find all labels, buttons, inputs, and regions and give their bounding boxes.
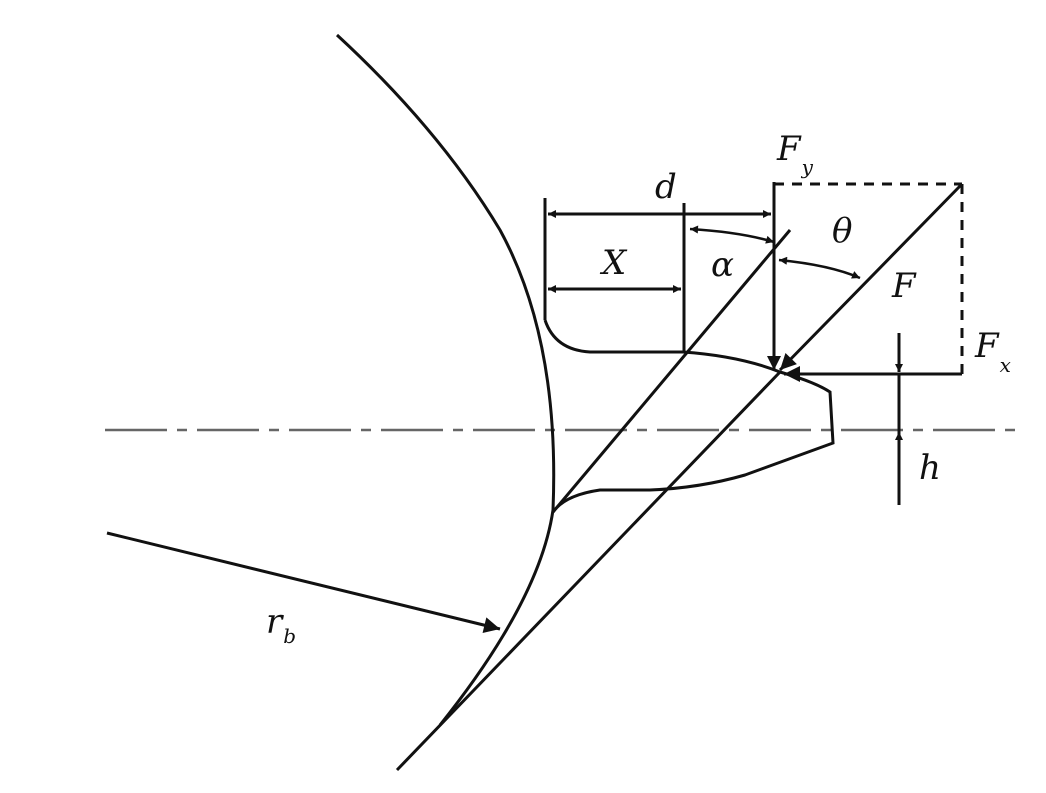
alpha-angle-arc	[689, 225, 775, 244]
label-fx: Fx	[974, 326, 1011, 377]
radius-rb-arrow	[106, 531, 501, 633]
label-x: X	[599, 243, 628, 283]
force-f-arrow	[778, 182, 964, 372]
label-theta: θ	[832, 211, 852, 251]
label-rb: rb	[266, 602, 296, 648]
pressure-line-lower	[395, 370, 782, 772]
label-h: h	[919, 448, 941, 488]
label-d: d	[655, 167, 677, 207]
label-fy: Fy	[776, 129, 814, 179]
label-alpha: α	[711, 245, 734, 285]
base-circle-arc	[335, 33, 556, 726]
theta-angle-arc	[778, 256, 861, 280]
label-f: F	[891, 266, 917, 306]
tooth-profile	[543, 319, 835, 513]
pressure-line-upper	[551, 229, 792, 513]
